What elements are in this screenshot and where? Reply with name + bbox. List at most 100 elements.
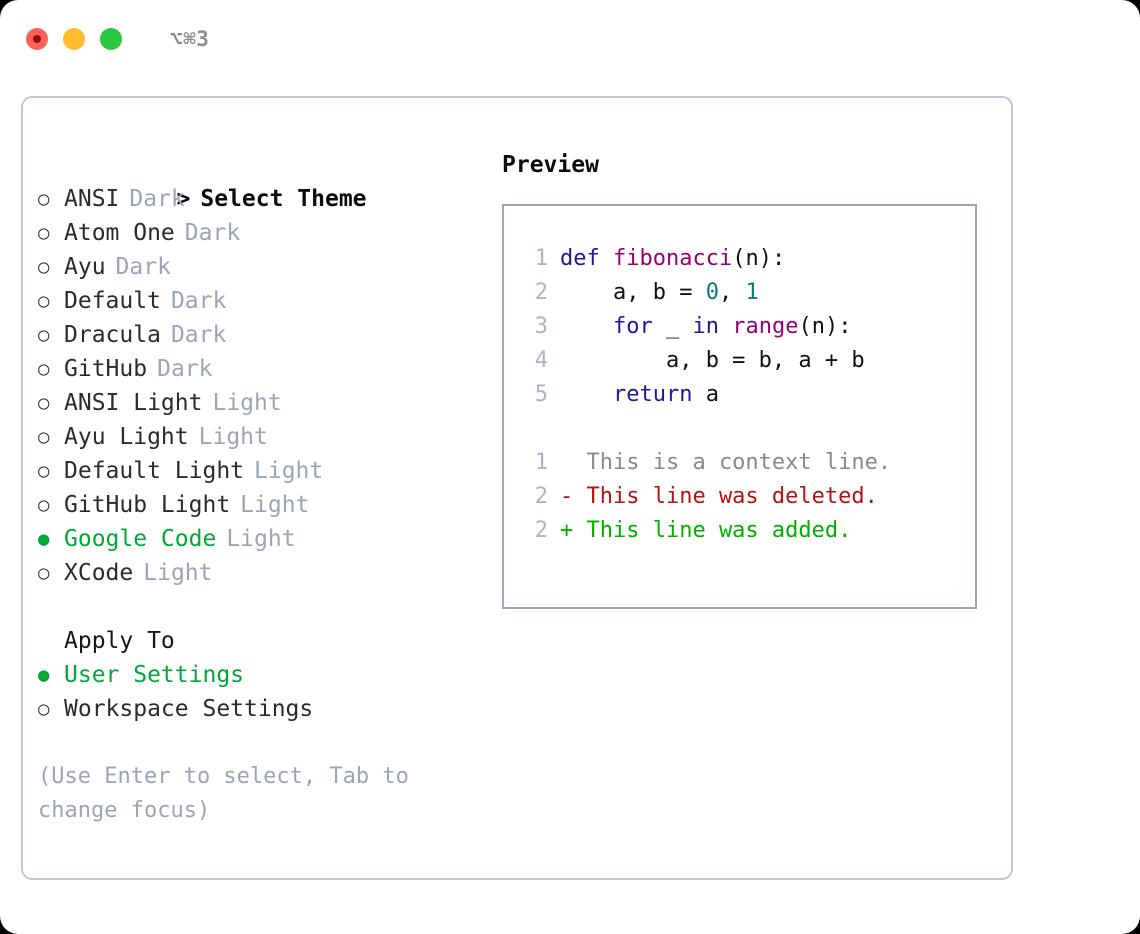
apply-to-option-label: User Settings [64,662,245,688]
code-line-number: 3 [534,314,548,339]
theme-option-badge: Dark [129,186,185,212]
theme-option[interactable]: ○ Default Dark [38,284,478,318]
diff-line: 1 This is a context line. [514,446,975,480]
maximize-window-button[interactable] [100,28,122,50]
diff-line: 2 + This line was added. [514,514,975,548]
code-token: fibonacci [612,246,733,271]
theme-list-title-text: Select Theme [200,186,367,212]
code-line-number: 1 [534,246,548,271]
theme-option-badge: Light [240,492,310,518]
theme-option-badge: Light [226,526,296,552]
apply-to-heading: ○Apply To [38,624,478,658]
code-line: 3 for _ in range(n): [514,310,975,344]
code-token: a, b = b, a + b [560,348,865,373]
code-token: a, b = [560,280,706,305]
theme-option-label: Dracula [64,322,161,348]
keyboard-shortcut-label: ⌥⌘3 [170,27,210,51]
radio-unselected-icon: ○ [38,358,50,380]
radio-unselected-icon: ○ [38,562,50,584]
theme-option-badge: Light [143,560,213,586]
radio-unselected-icon: ○ [38,256,50,278]
apply-to-marker-placeholder: ○ [38,624,64,658]
radio-unselected-icon: ○ [38,188,50,210]
code-line-number: 2 [534,280,548,305]
diff-line: 2- This line was deleted. [514,480,975,514]
code-line: 1 def fibonacci(n): [514,242,975,276]
radio-unselected-icon: ○ [38,290,50,312]
theme-option-label: Default [64,288,161,314]
theme-option-label: Atom One [64,220,175,246]
radio-unselected-icon: ○ [38,392,50,414]
code-line-text: return a [560,378,719,412]
list-spacer [38,590,478,624]
theme-option-badge: Dark [170,288,227,314]
radio-unselected-icon: ○ [38,698,50,720]
apply-to-list: ● User Settings ○ Workspace Settings [38,658,478,726]
theme-option-badge: Dark [184,220,241,246]
preview-title: Preview [502,152,599,178]
code-token: a [692,382,719,407]
code-line-text: for _ in range(n): [560,310,851,344]
apply-to-option[interactable]: ○ Workspace Settings [38,692,478,726]
theme-option-label: Google Code [64,526,217,552]
code-line: 5 return a [514,378,975,412]
diff-line-number: 2 [534,484,548,509]
code-line: 4 a, b = b, a + b [514,344,975,378]
code-token [560,382,613,407]
apply-to-option[interactable]: ● User Settings [38,658,478,692]
code-token: in [692,314,719,339]
prompt-caret-icon: > [176,186,191,212]
theme-option-label: GitHub Light [64,492,231,518]
theme-option-label: Ayu Light [64,424,189,450]
apply-to-option-label: Workspace Settings [64,696,314,722]
keyboard-hint-text: (Use Enter to select, Tab to change focu… [38,764,423,823]
code-token: , [718,280,746,305]
code-token: 0 [705,280,719,305]
diff-preview: 1 This is a context line.2- This line wa… [514,446,975,548]
apply-to-heading-text: Apply To [64,628,175,654]
code-line-text: def fibonacci(n): [560,242,785,276]
code-token: (n): [798,314,852,339]
code-token: for [612,314,653,339]
code-line-text: a, b = 0, 1 [560,276,759,310]
theme-option-label: GitHub [64,356,148,382]
diff-line-text: This is a context line. [560,450,892,475]
radio-unselected-icon: ○ [38,324,50,346]
close-window-button[interactable] [26,28,48,50]
theme-option-badge: Light [198,424,268,450]
theme-list-title: > Select Theme [38,148,478,212]
theme-option-badge: Light [254,458,324,484]
diff-line-text: + This line was added. [560,518,852,543]
radio-unselected-icon: ○ [38,426,50,448]
code-line: 2 a, b = 0, 1 [514,276,975,310]
theme-option-label: ANSI Light [64,390,203,416]
radio-unselected-icon: ○ [38,460,50,482]
code-token: 1 [745,280,759,305]
theme-option[interactable]: ○ Default Light Light [38,454,478,488]
window-titlebar: ⌥⌘3 [0,0,1140,78]
preview-gap [514,412,975,446]
minimize-window-button[interactable] [63,28,85,50]
theme-option[interactable]: ○ Ayu Light Light [38,420,478,454]
theme-option[interactable]: ○ Dracula Dark [38,318,478,352]
theme-option-label: Ayu [64,254,106,280]
theme-option-label: Default Light [64,458,245,484]
code-token: range [732,314,799,339]
code-line-text: a, b = b, a + b [560,344,865,378]
radio-selected-icon: ● [38,664,50,686]
code-token: def [560,246,613,271]
theme-option-badge: Dark [170,322,227,348]
diff-line-number: 2 [534,518,548,543]
